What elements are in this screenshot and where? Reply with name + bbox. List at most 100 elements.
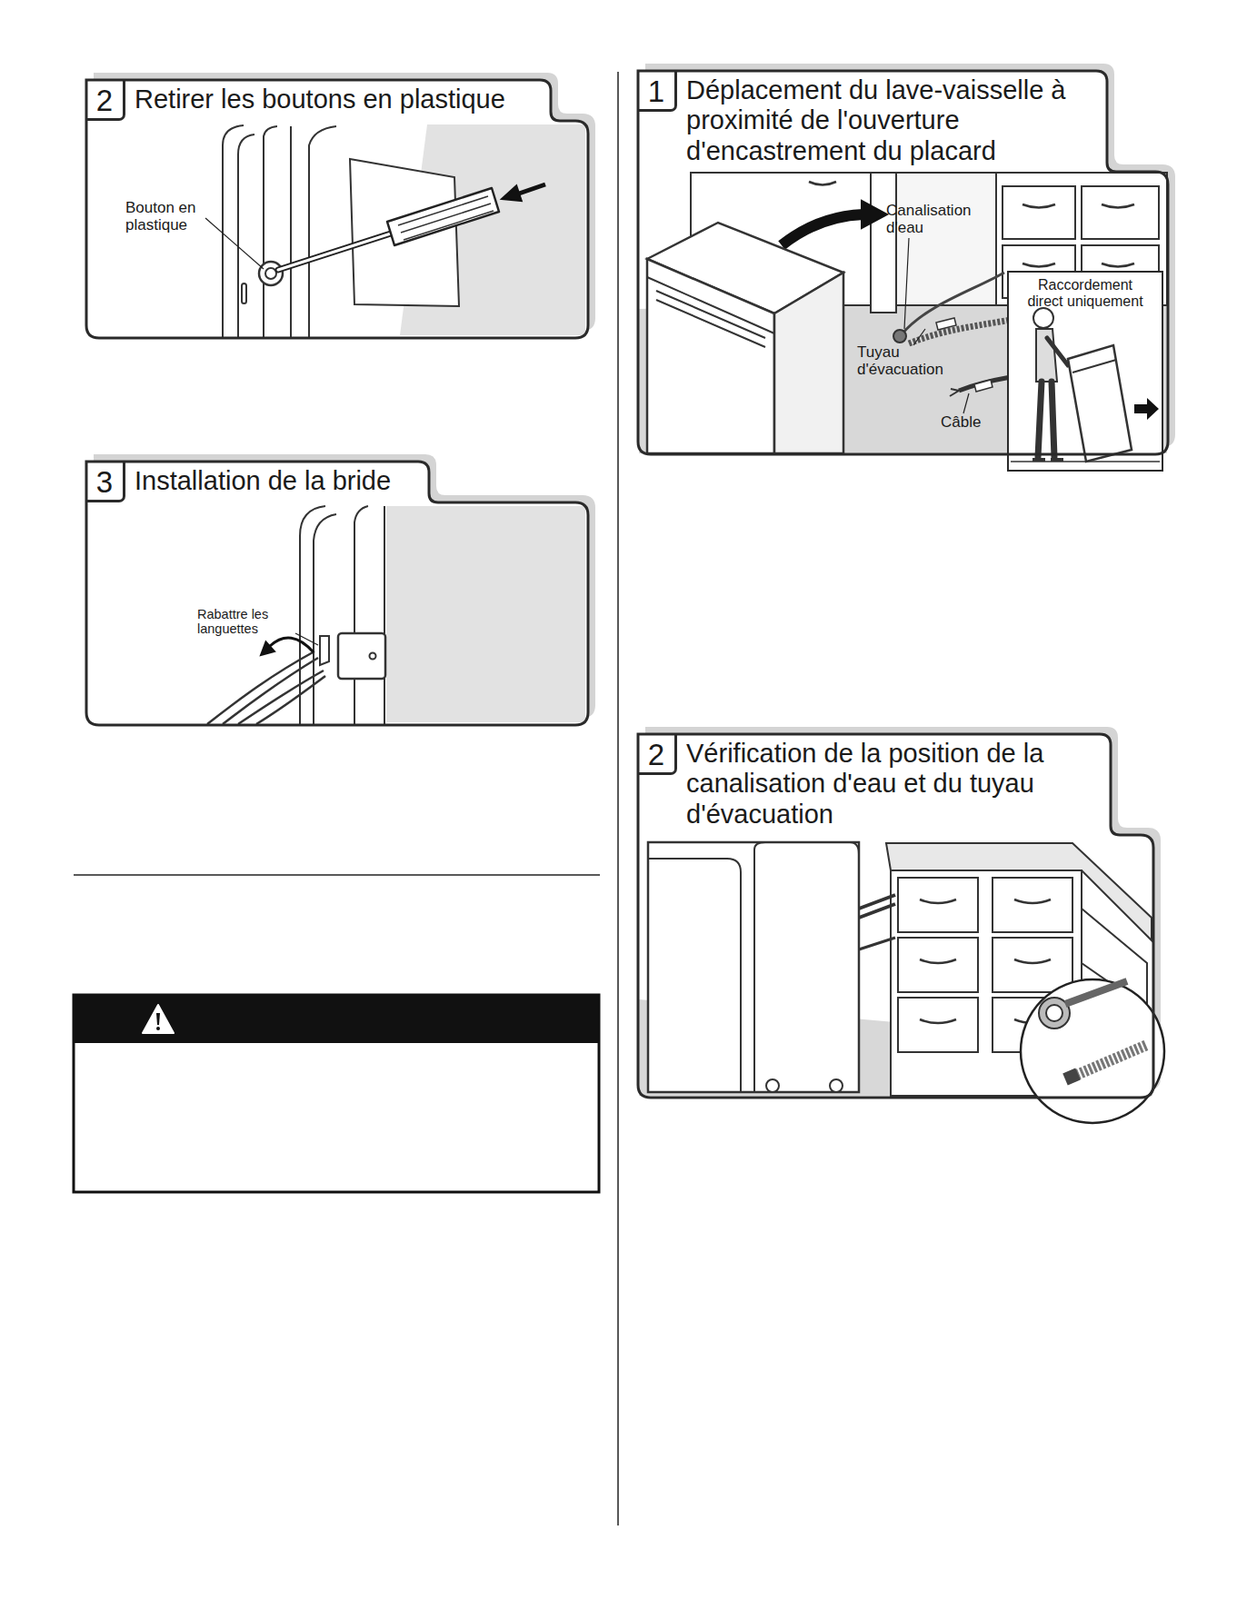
- section-rule-part: [73, 874, 600, 877]
- section-rule: [73, 875, 600, 877]
- position-check-illustration-part: [1072, 1045, 1148, 1078]
- panel-tab: 2Retirer les boutons en plastique: [86, 79, 551, 121]
- position-check-illustration-part: [1065, 1074, 1078, 1080]
- step-number: 1: [638, 70, 678, 112]
- bracket-illustration-part: [386, 506, 586, 723]
- cabinet-opening-illustration-part: [958, 377, 1011, 391]
- cabinet-opening-illustration-part: [1081, 186, 1159, 240]
- button-removal-illustration-part: [222, 125, 244, 338]
- position-check-illustration-part: [648, 858, 741, 1093]
- button-removal-illustration-part: [205, 218, 264, 270]
- cabinet-opening-illustration-part: [861, 200, 888, 229]
- bracket-illustration-part: [260, 641, 275, 656]
- step-panel: 3Installation de la bride: [86, 461, 589, 726]
- warning-box-part: [156, 1013, 160, 1026]
- position-check-illustration-part: [992, 877, 1073, 933]
- inset-box: Raccordement direct uniquement: [1007, 270, 1164, 472]
- step-panel: 1Déplacement du lave-vaisselle à proximi…: [638, 70, 1168, 455]
- panel-fill: [86, 79, 589, 339]
- bracket-illustration-part: [313, 514, 337, 725]
- position-check-illustration-part: [1020, 979, 1165, 1124]
- direct-connection-inset-art-part: [1032, 458, 1064, 462]
- cabinet-opening-illustration-part: [949, 389, 959, 397]
- position-check-illustration-part: [858, 937, 896, 950]
- position-check-illustration-part: [753, 849, 756, 1093]
- position-check-illustration-part: [858, 895, 896, 918]
- button-removal-illustration-part: [518, 184, 546, 194]
- bracket-illustration-part: [256, 676, 326, 725]
- cabinet-opening-illustration-part: [808, 181, 837, 186]
- position-check-illustration-part: [897, 877, 978, 933]
- step-title: Retirer les boutons en plastique: [125, 79, 551, 120]
- button-removal-illustration-part: [398, 196, 494, 240]
- cabinet-opening-illustration-part: [774, 272, 844, 454]
- cabinet-opening-illustration-part: [893, 329, 907, 343]
- panel-tab: 1Déplacement du lave-vaisselle à proximi…: [638, 70, 1108, 172]
- cabinet-opening-illustration-part: [656, 290, 766, 348]
- button-removal-illustration-part: [289, 126, 292, 338]
- warning-box-part: [142, 1005, 174, 1034]
- step-number: 2: [86, 79, 126, 121]
- panel-outline: [638, 734, 1154, 1098]
- bracket-illustration-part: [319, 636, 330, 666]
- part-label: Tuyau d'évacuation: [857, 343, 958, 379]
- cabinet-opening-illustration-part: [647, 277, 775, 334]
- position-check-illustration-part: [897, 997, 978, 1053]
- panel-backdrop: [86, 63, 1176, 1098]
- button-removal-illustration-part: [501, 185, 522, 201]
- panel-tab: 3Installation de la bride: [86, 461, 429, 503]
- part-label: Câble: [940, 413, 996, 431]
- part-label: Canalisation d'eau: [886, 201, 996, 237]
- inset-title: Raccordement direct uniquement: [1022, 277, 1148, 311]
- step-number: 3: [86, 461, 126, 503]
- warning-box-part: [73, 995, 599, 1044]
- bracket-illustration-part: [383, 506, 386, 725]
- bracket-illustration-part: [338, 633, 386, 679]
- position-check-illustration-part: [886, 843, 1152, 941]
- bracket-illustration-part: [269, 638, 314, 653]
- column-divider: [618, 71, 619, 1527]
- direct-connection-inset-art-part: [1072, 359, 1117, 373]
- position-check-illustration-part: [648, 842, 859, 1093]
- position-check-illustration: [638, 842, 1165, 1124]
- button-removal-illustration-part: [278, 233, 391, 270]
- position-check-illustration-part: [754, 842, 859, 855]
- position-check-illustration-part: [919, 899, 1051, 1024]
- step-title: Vérification de la position de la canali…: [677, 734, 1111, 836]
- cabinet-opening-illustration-part: [1002, 186, 1076, 240]
- step-title: Installation de la bride: [125, 461, 429, 502]
- button-removal-illustration-part: [387, 188, 499, 246]
- position-check-illustration-part: [829, 1079, 843, 1093]
- direct-connection-inset-art-part: [1007, 270, 1164, 472]
- direct-connection-inset-art-part: [1037, 381, 1055, 458]
- direct-connection-inset-art: [1007, 270, 1164, 472]
- button-removal-illustration-part: [238, 134, 255, 338]
- bracket-illustration-part: [295, 633, 319, 646]
- bracket-illustration-part: [354, 506, 369, 725]
- warning-box: [73, 995, 599, 1193]
- panel-outline: [86, 461, 589, 726]
- panel-outline: [86, 461, 589, 726]
- panel-tab: 2Vérification de la position de la canal…: [638, 734, 1111, 836]
- direct-connection-inset-art-part: [1067, 345, 1132, 462]
- cabinet-opening-illustration-part: [908, 319, 1011, 344]
- button-removal-illustration: [205, 124, 586, 338]
- panel-outline: [638, 70, 1168, 455]
- cabinet-opening-illustration-part: [974, 379, 993, 392]
- position-check-illustration-part: [1046, 1005, 1063, 1022]
- direct-connection-inset-art-part: [1134, 398, 1159, 420]
- position-check-illustration-part: [897, 937, 978, 993]
- part-label: Rabattre les languettes: [197, 607, 289, 637]
- step-number: 2: [638, 734, 678, 776]
- position-check-illustration-part: [766, 1079, 779, 1093]
- cabinet-opening-illustration-part: [870, 172, 897, 313]
- button-removal-illustration-part: [278, 233, 391, 270]
- button-removal-illustration-part: [259, 261, 283, 286]
- bracket-illustration-part: [238, 670, 324, 725]
- cabinet-opening-illustration-part: [781, 214, 864, 246]
- bracket-illustration-part: [369, 653, 377, 660]
- button-removal-illustration-part: [265, 268, 277, 280]
- step-panel: 2Vérification de la position de la canal…: [638, 734, 1154, 1098]
